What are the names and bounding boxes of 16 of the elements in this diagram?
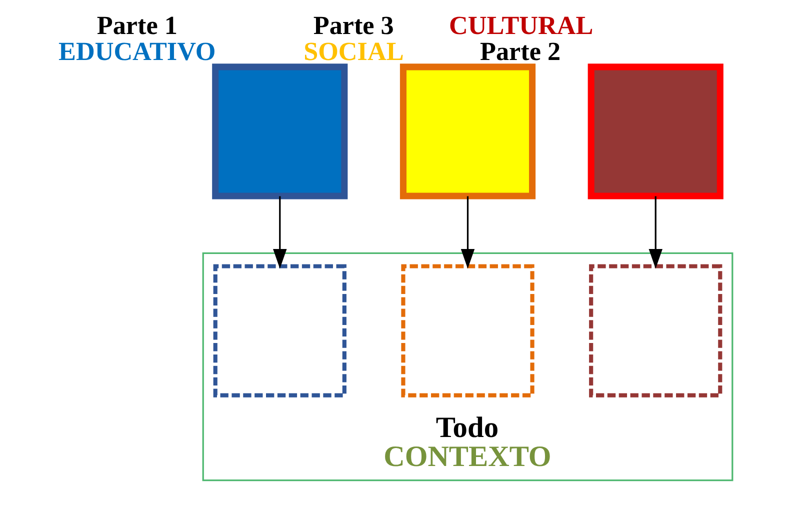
node-label: CULTURAL <box>448 10 594 40</box>
arrow <box>460 196 475 269</box>
node-label: Parte 2 <box>480 37 561 66</box>
node-label: Parte 3 <box>313 10 394 40</box>
cluster: Todo CONTEXTO <box>202 252 734 482</box>
node-box <box>588 64 724 200</box>
node-box <box>401 264 534 398</box>
node-box <box>589 264 722 398</box>
node-box <box>400 64 536 200</box>
arrow <box>648 196 662 269</box>
node-label: EDUCATIVO <box>58 37 216 66</box>
node-label: SOCIAL <box>304 37 404 66</box>
node-label: Parte 1 <box>96 10 178 40</box>
node-box <box>213 264 346 398</box>
node-box <box>212 64 348 200</box>
arrow <box>273 196 287 269</box>
